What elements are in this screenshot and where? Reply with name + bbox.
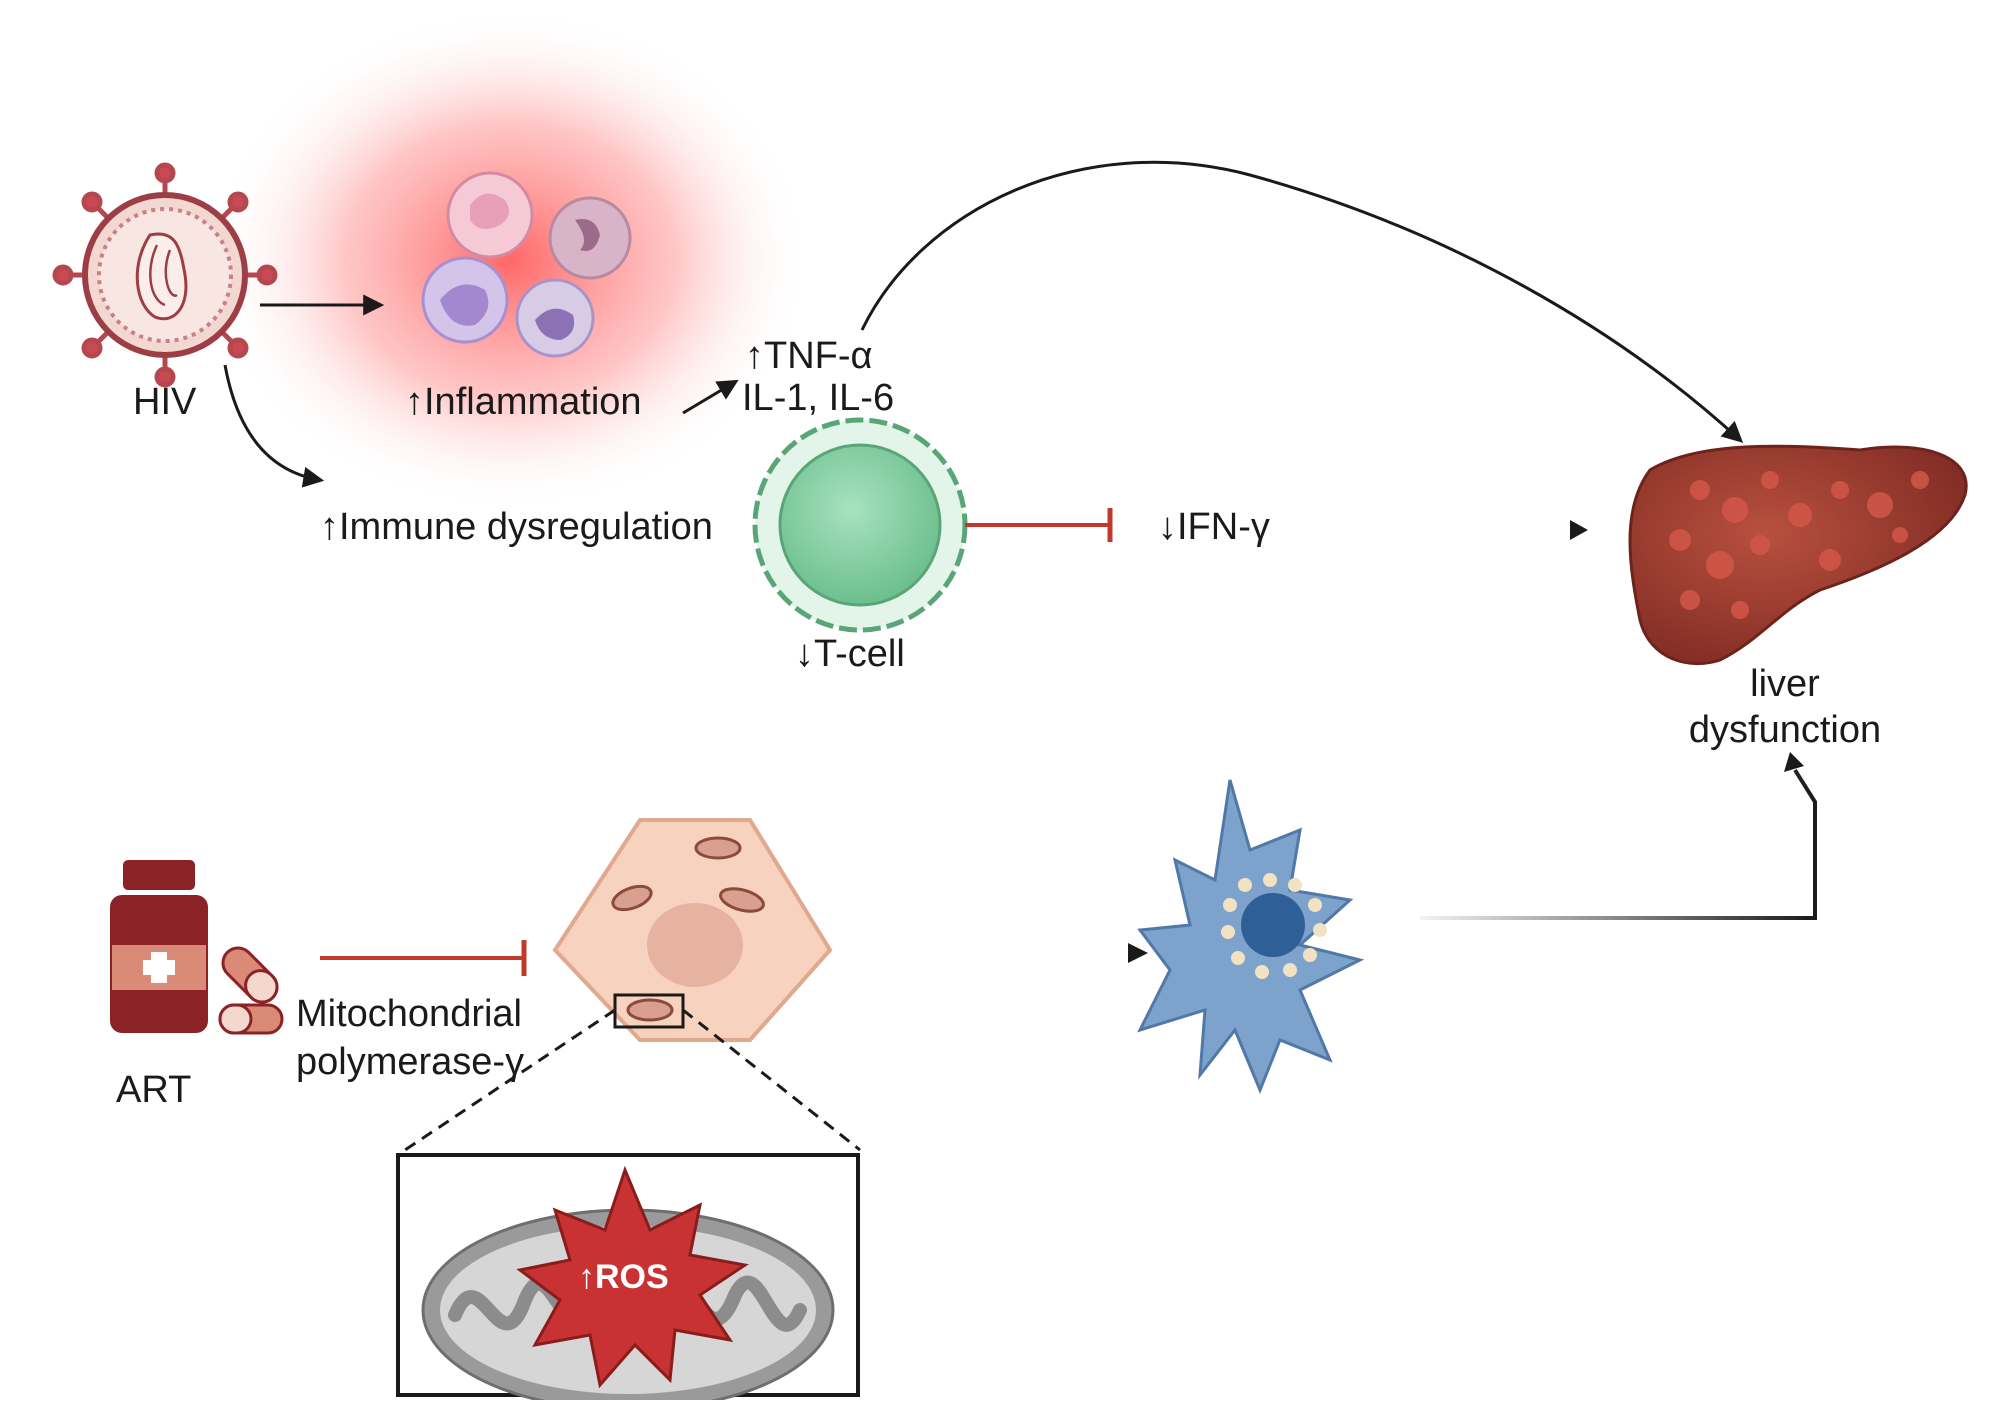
zoom-line-left bbox=[404, 1008, 616, 1152]
arrow-inflammation-to-cytokines bbox=[682, 379, 739, 415]
tcell-label: ↓T-cell bbox=[795, 633, 905, 675]
tnf-label: ↑TNF-α bbox=[745, 335, 873, 377]
immune-dysregulation-label: ↑Immune dysregulation bbox=[320, 506, 713, 548]
ros-label: ↑ROS bbox=[578, 1258, 669, 1296]
t-cell-icon bbox=[752, 417, 968, 633]
ifn-label: ↓IFN-γ bbox=[1158, 506, 1270, 548]
liver-icon bbox=[1628, 444, 1968, 666]
liver-label-line2: dysfunction bbox=[1688, 709, 1882, 751]
immune-cells-icon bbox=[421, 171, 632, 358]
zoom-line-right bbox=[682, 1008, 861, 1152]
mito-label-line1: Mitochondrial bbox=[296, 993, 522, 1035]
liver-label-line1: liver bbox=[1750, 663, 1820, 705]
inflammation-glow bbox=[210, 10, 810, 510]
hiv-label: HIV bbox=[133, 381, 197, 423]
hepatocyte-icon bbox=[552, 818, 833, 1042]
art-medicine-icon bbox=[110, 860, 208, 1033]
arrow-cytokines-to-liver bbox=[860, 160, 1744, 443]
arrow-hiv-to-immune bbox=[223, 364, 325, 488]
il-label: IL-1, IL-6 bbox=[742, 377, 895, 419]
ros-star-icon bbox=[516, 1165, 749, 1389]
hiv-virus-icon bbox=[52, 162, 278, 388]
art-label: ART bbox=[116, 1069, 192, 1111]
stellate-cell-icon bbox=[1137, 779, 1365, 1094]
mito-label-line2: polymerase-γ bbox=[296, 1041, 525, 1083]
pills-icon bbox=[218, 946, 284, 1035]
arrow-stellate-to-liver bbox=[1420, 768, 1817, 920]
inflammation-label: ↑Inflammation bbox=[405, 381, 642, 423]
